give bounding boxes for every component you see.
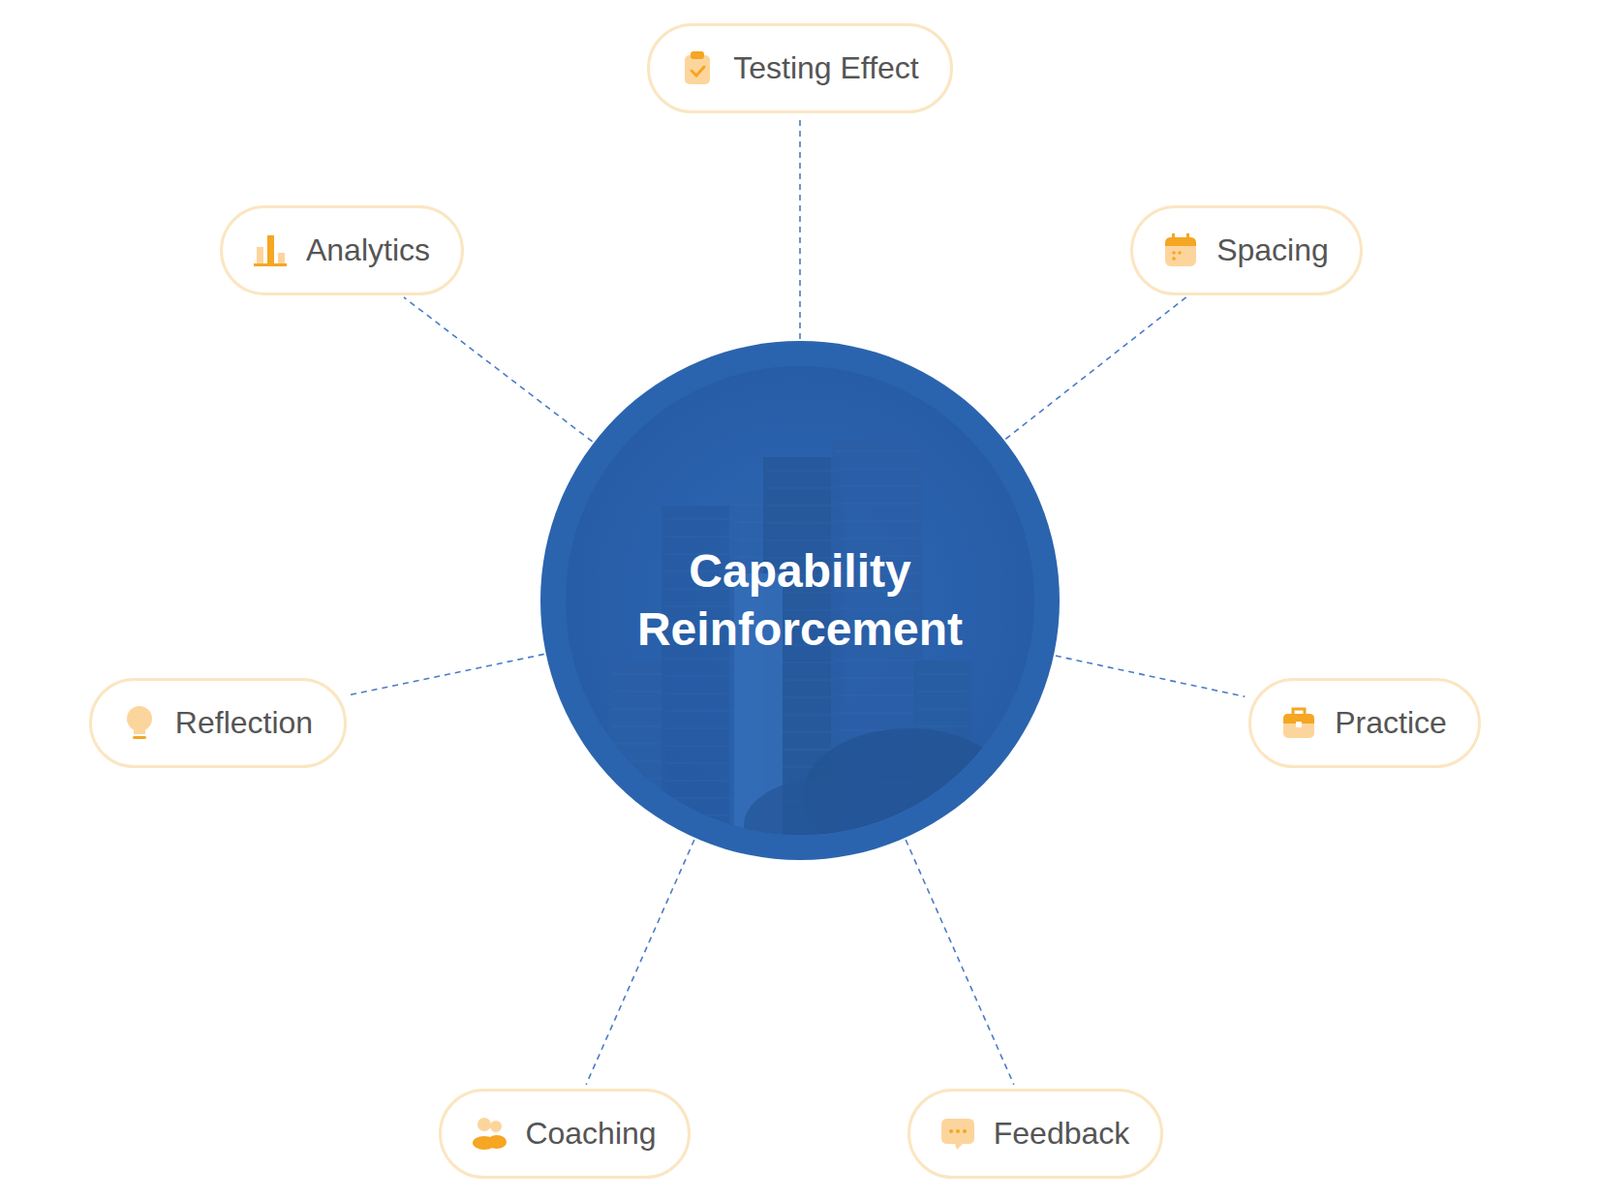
topic-icon [1280, 704, 1318, 741]
topic-label: Feedback [993, 1115, 1131, 1152]
hub-shape [540, 340, 1060, 861]
hub-title: Capability Reinforcement [596, 542, 1004, 659]
topic-label: Analytics [306, 232, 431, 269]
dashed-connector [403, 297, 593, 442]
topic-pill: Feedback [907, 1088, 1165, 1179]
topic-icon [121, 704, 158, 741]
dashed-connector [799, 117, 801, 340]
dashed-connector [585, 839, 695, 1085]
topic-pill: Analytics [219, 205, 464, 296]
dashed-connector [1005, 297, 1186, 439]
topic-label: Spacing [1216, 232, 1329, 269]
hub-circle: Capability Reinforcement [540, 340, 1060, 861]
hub-ring [540, 340, 1060, 861]
topic-pill: Testing Effect [646, 23, 954, 114]
topic-pill: Practice [1248, 677, 1481, 769]
topic-icon [678, 49, 716, 87]
topic-pill: Spacing [1130, 205, 1363, 296]
topic-icon [470, 1114, 508, 1152]
topic-icon [251, 231, 289, 269]
dashed-connector [1055, 655, 1245, 697]
dashed-connector [350, 653, 545, 695]
topic-label: Reflection [175, 705, 313, 741]
topic-pill: Reflection [89, 677, 347, 769]
topic-label: Practice [1334, 705, 1447, 741]
topic-icon [939, 1114, 977, 1152]
topic-label: Coaching [524, 1115, 656, 1152]
topic-pill: Coaching [438, 1088, 690, 1179]
topic-label: Testing Effect [733, 50, 920, 87]
topic-icon [1162, 231, 1200, 269]
dashed-connector [905, 839, 1015, 1085]
